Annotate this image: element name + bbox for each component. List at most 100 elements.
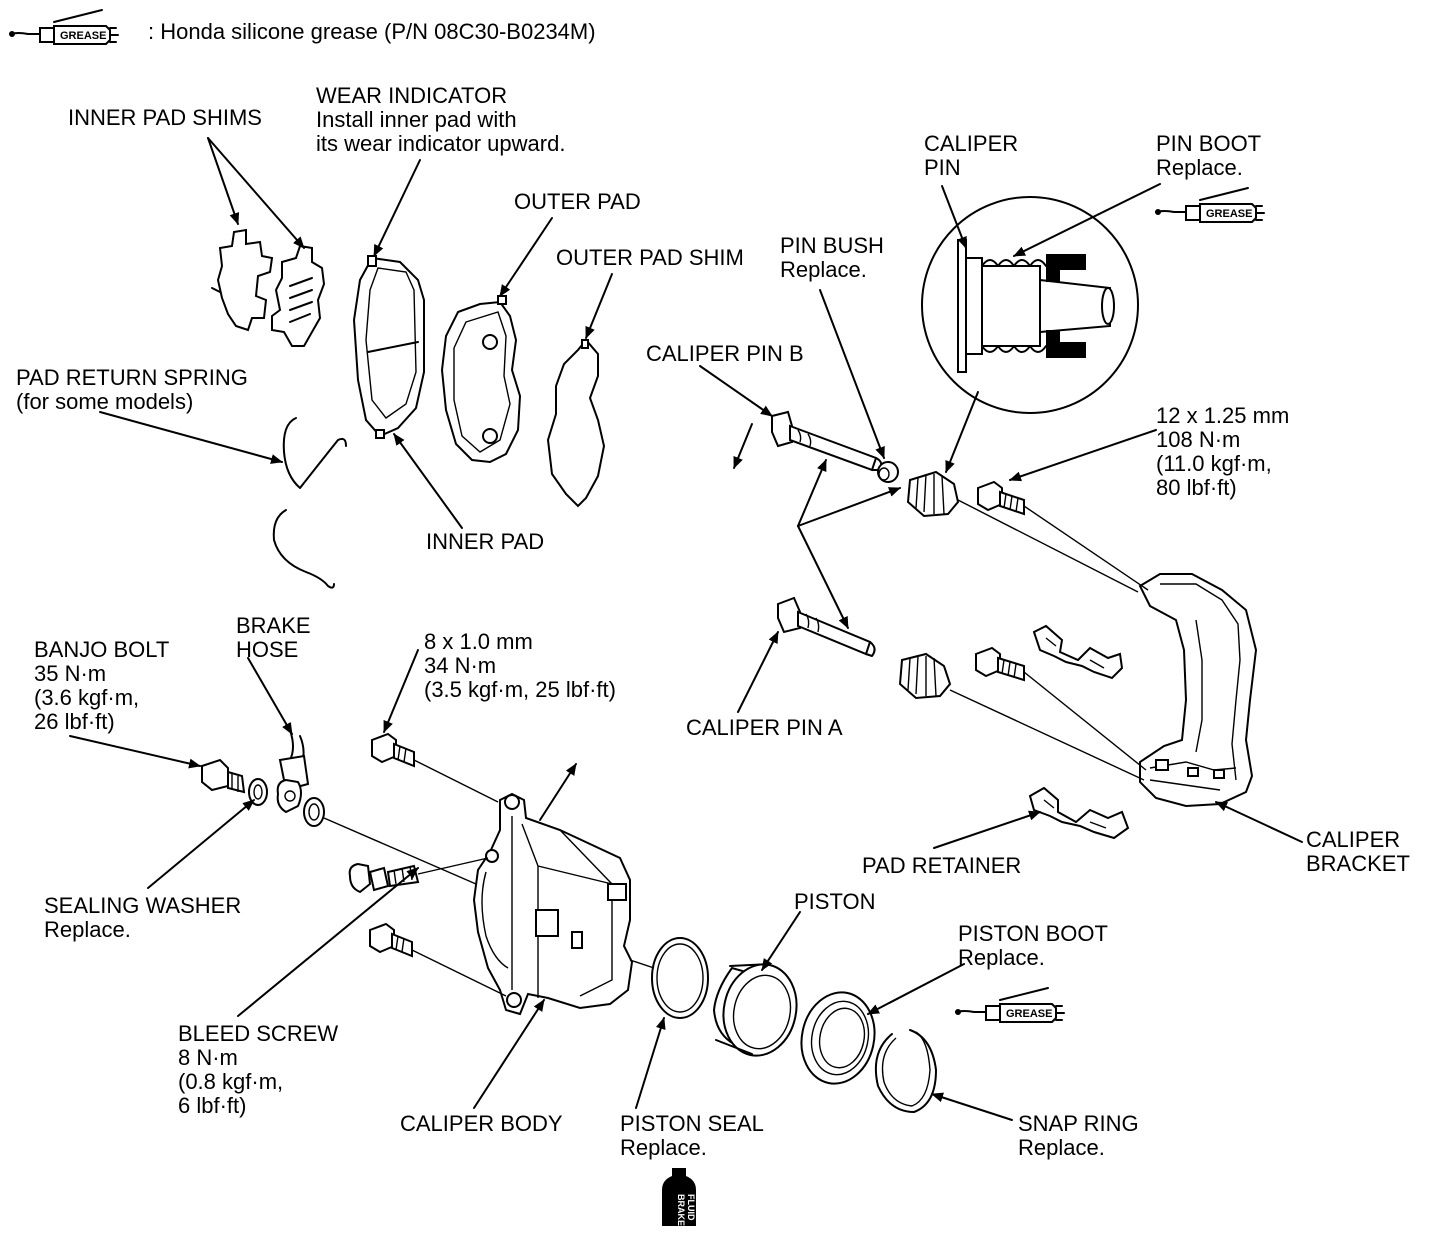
label-inner-pad-line-1: INNER PAD xyxy=(426,529,545,554)
label-piston-line-1: PISTON xyxy=(794,889,876,914)
label-sealing-washer-line-1: SEALING WASHER xyxy=(44,893,242,918)
label-outer-pad-shim-line-1: OUTER PAD SHIM xyxy=(556,245,744,270)
label-banjo-bolt-line-1: BANJO BOLT xyxy=(34,637,170,662)
label-caliper-pin-a: CALIPER PIN A xyxy=(686,716,843,740)
caliper-body-bolt-upper xyxy=(371,732,415,768)
banjo-bolt xyxy=(201,758,246,794)
label-body-bolt-torque-line-2: 34 N·m xyxy=(424,653,497,678)
label-bleed-screw-line-1: BLEED SCREW xyxy=(178,1021,339,1046)
label-brake-hose-line-1: BRAKE xyxy=(236,613,311,638)
bleed-screw xyxy=(348,862,420,894)
label-bleed-screw-line-2: 8 N·m xyxy=(178,1045,238,1070)
leader-lines xyxy=(69,137,1303,1121)
caliper-bracket xyxy=(1138,573,1258,808)
label-outer-pad-shim: OUTER PAD SHIM xyxy=(556,246,744,270)
inner-pad xyxy=(352,255,425,439)
sealing-washer-2 xyxy=(303,797,325,827)
grease-badge-text-piston-boot: GREASE xyxy=(1006,1008,1052,1020)
legend-grease-badge-text: GREASE xyxy=(60,30,106,42)
label-wear-indicator-line-3: its wear indicator upward. xyxy=(316,131,566,156)
direction-arrows xyxy=(539,423,753,821)
caliper-pin-a xyxy=(777,596,876,657)
label-caliper-pin-b-line-1: CALIPER PIN B xyxy=(646,341,804,366)
label-inner-pad-shims-line-1: INNER PAD SHIMS xyxy=(68,105,262,130)
brake-fluid-text-1: BRAKE xyxy=(676,1194,686,1226)
label-pad-return-spring-line-2: (for some models) xyxy=(16,389,194,414)
alignment-lines xyxy=(323,499,1149,997)
label-caliper-pin-b: CALIPER PIN B xyxy=(646,342,804,366)
pin-boot-lower xyxy=(898,652,952,700)
brake-fluid-icon: BRAKE FLUID xyxy=(662,1168,696,1226)
label-pin-boot-line-2: Replace. xyxy=(1156,155,1243,180)
label-bracket-bolt-torque-line-3: (11.0 kgf·m, xyxy=(1156,451,1272,476)
legend-text: : Honda silicone grease (P/N 08C30-B0234… xyxy=(148,19,596,44)
label-piston-boot-line-1: PISTON BOOT xyxy=(958,921,1108,946)
label-piston: PISTON xyxy=(794,890,876,914)
label-pad-return-spring: PAD RETURN SPRING(for some models) xyxy=(16,366,248,414)
inner-pad-shim-2 xyxy=(271,244,326,347)
bracket-bolt-upper xyxy=(977,480,1025,516)
label-piston-seal-line-2: Replace. xyxy=(620,1135,707,1160)
pad-retainer-upper xyxy=(1032,624,1124,680)
bracket-bolt-lower xyxy=(975,646,1025,682)
label-body-bolt-torque-line-3: (3.5 kgf·m, 25 lbf·ft) xyxy=(424,677,616,702)
outer-pad xyxy=(440,295,522,464)
label-pin-boot-line-1: PIN BOOT xyxy=(1156,131,1262,156)
pin-boot-upper xyxy=(906,470,960,518)
label-banjo-bolt-line-3: (3.6 kgf·m, xyxy=(34,685,140,710)
label-pin-bush-line-1: PIN BUSH xyxy=(780,233,884,258)
label-caliper-body-line-1: CALIPER BODY xyxy=(400,1111,563,1136)
label-caliper-pin-line-2: PIN xyxy=(924,155,961,180)
legend-grease-icon: GREASE xyxy=(8,9,119,45)
label-bleed-screw-line-3: (0.8 kgf·m, xyxy=(178,1069,284,1094)
label-piston-seal-line-1: PISTON SEAL xyxy=(620,1111,764,1136)
piston xyxy=(712,963,798,1057)
label-banjo-bolt-line-2: 35 N·m xyxy=(34,661,107,686)
grease-badge-text-pin-boot: GREASE xyxy=(1206,208,1252,220)
label-outer-pad-line-1: OUTER PAD xyxy=(514,189,641,214)
label-wear-indicator-line-1: WEAR INDICATOR xyxy=(316,83,508,108)
label-pin-bush-line-2: Replace. xyxy=(780,257,867,282)
label-brake-hose-line-2: HOSE xyxy=(236,637,299,662)
grease-icon-pin-boot: GREASE xyxy=(1154,187,1265,223)
pin-detail-circle xyxy=(921,196,1139,414)
label-piston-boot-line-2: Replace. xyxy=(958,945,1045,970)
label-bracket-bolt-torque-line-4: 80 lbf·ft) xyxy=(1156,475,1237,500)
label-inner-pad: INNER PAD xyxy=(426,530,544,554)
pad-return-spring xyxy=(272,417,347,589)
label-caliper-pin-a-line-1: CALIPER PIN A xyxy=(686,715,843,740)
inner-pad-shim-1 xyxy=(211,228,274,332)
sealing-washer-1 xyxy=(248,778,268,806)
caliper-body-bolt-lower xyxy=(369,922,413,958)
piston-boot xyxy=(800,991,876,1085)
label-bleed-screw-line-4: 6 lbf·ft) xyxy=(178,1093,247,1118)
label-snap-ring-line-1: SNAP RING xyxy=(1018,1111,1139,1136)
pad-retainer-lower xyxy=(1028,786,1130,840)
grease-icon-piston-boot: GREASE xyxy=(954,987,1065,1023)
brake-hose-fitting xyxy=(276,729,310,814)
piston-seal xyxy=(651,937,709,1019)
label-outer-pad: OUTER PAD xyxy=(514,190,641,214)
label-pad-return-spring-line-1: PAD RETURN SPRING xyxy=(16,365,248,390)
label-caliper-pin-line-1: CALIPER xyxy=(924,131,1019,156)
label-body-bolt-torque-line-1: 8 x 1.0 mm xyxy=(424,629,533,654)
caliper-pin-b xyxy=(771,410,883,472)
label-banjo-bolt-line-4: 26 lbf·ft) xyxy=(34,709,115,734)
outer-pad-shim xyxy=(546,338,606,508)
